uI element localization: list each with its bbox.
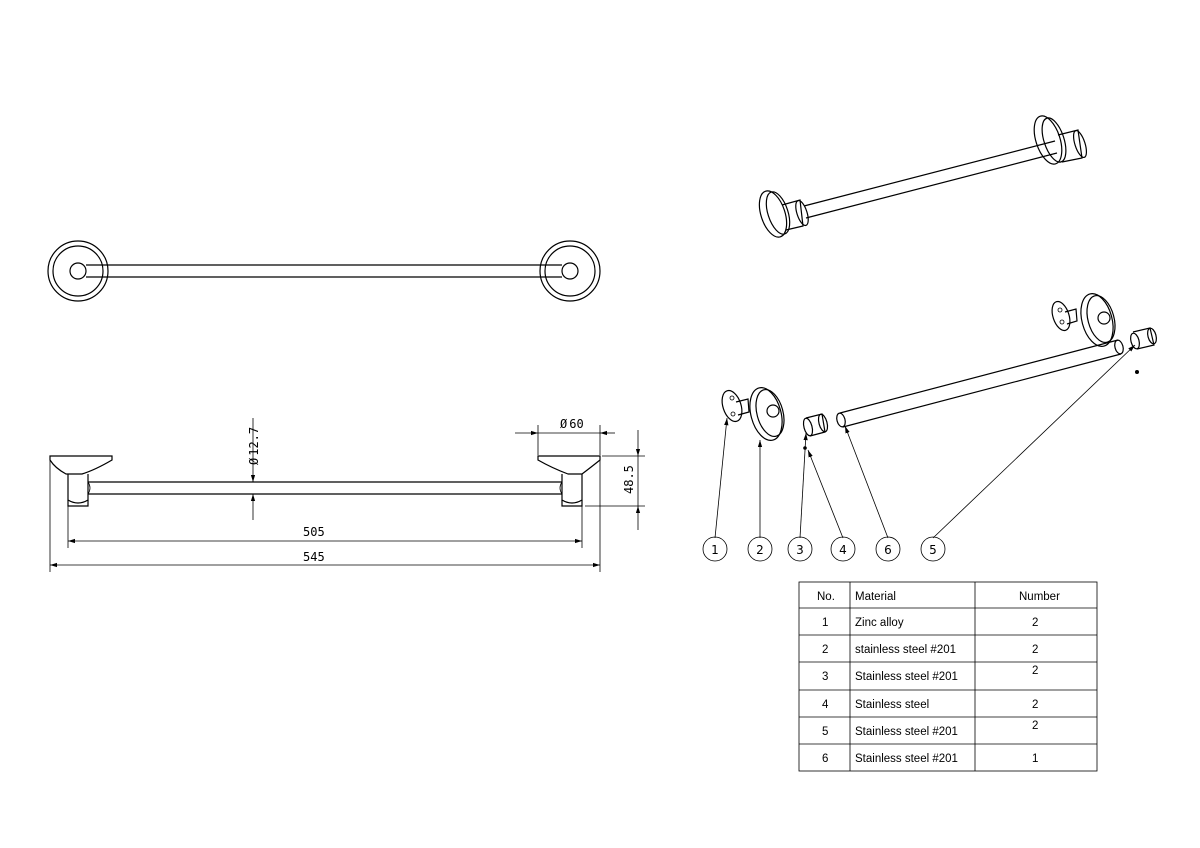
row-3-no: 3 — [822, 671, 828, 683]
part-1-left — [721, 389, 743, 423]
row-6-no: 6 — [822, 753, 828, 765]
balloon: 6 — [875, 536, 901, 562]
row-2-material: stainless steel #201 — [855, 644, 956, 656]
header-no: No. — [817, 591, 835, 603]
front-view — [49, 455, 601, 507]
svg-text:5: 5 — [929, 543, 937, 557]
balloon: 3 — [787, 536, 813, 562]
part-2-left — [749, 387, 783, 441]
svg-text:1: 1 — [711, 543, 719, 557]
right-flange-outer — [539, 240, 601, 302]
row-3-number: 2 — [1032, 665, 1038, 677]
dim-inner-length: 505 — [303, 525, 325, 539]
balloon: 5 — [920, 536, 946, 562]
row-4-material: Stainless steel — [855, 699, 929, 711]
part-5 — [1132, 327, 1155, 350]
dim-overall-length: 545 — [303, 550, 325, 564]
balloon: 1 — [702, 536, 728, 562]
part-6-bar — [836, 412, 846, 428]
header-material: Material — [855, 591, 896, 603]
row-3-material: Stainless steel #201 — [855, 671, 958, 683]
header-number: Number — [1019, 591, 1060, 603]
row-5-material: Stainless steel #201 — [855, 726, 958, 738]
row-6-material: Stainless steel #201 — [855, 753, 958, 765]
row-4-no: 4 — [822, 699, 829, 711]
dim-projection: 48.5 — [622, 465, 636, 494]
row-1-material: Zinc alloy — [855, 617, 904, 629]
row-1-no: 1 — [822, 617, 828, 629]
isometric-exploded: 1 2 3 4 6 5 — [702, 293, 1157, 562]
left-flange — [49, 455, 113, 475]
part-3 — [805, 413, 826, 437]
left-flange-outer — [47, 240, 109, 302]
row-4-number: 2 — [1032, 699, 1038, 711]
balloon: 2 — [747, 536, 773, 562]
row-5-no: 5 — [822, 726, 828, 738]
row-2-number: 2 — [1032, 644, 1038, 656]
row-6-number: 1 — [1032, 753, 1038, 765]
row-5-number: 2 — [1032, 720, 1038, 732]
top-view — [47, 240, 601, 302]
svg-text:6: 6 — [884, 543, 892, 557]
row-1-number: 2 — [1032, 617, 1038, 629]
isometric-assembled — [758, 115, 1088, 238]
svg-text:4: 4 — [839, 543, 847, 557]
row-2-no: 2 — [822, 644, 828, 656]
materials-table: No. Material Number 1 Zinc alloy 2 2 sta… — [798, 581, 1098, 772]
right-flange — [537, 455, 601, 475]
balloon: 4 — [830, 536, 856, 562]
svg-text:3: 3 — [796, 543, 804, 557]
dim-pipe-diameter: Ø12.7 — [247, 427, 261, 465]
svg-text:2: 2 — [756, 543, 764, 557]
